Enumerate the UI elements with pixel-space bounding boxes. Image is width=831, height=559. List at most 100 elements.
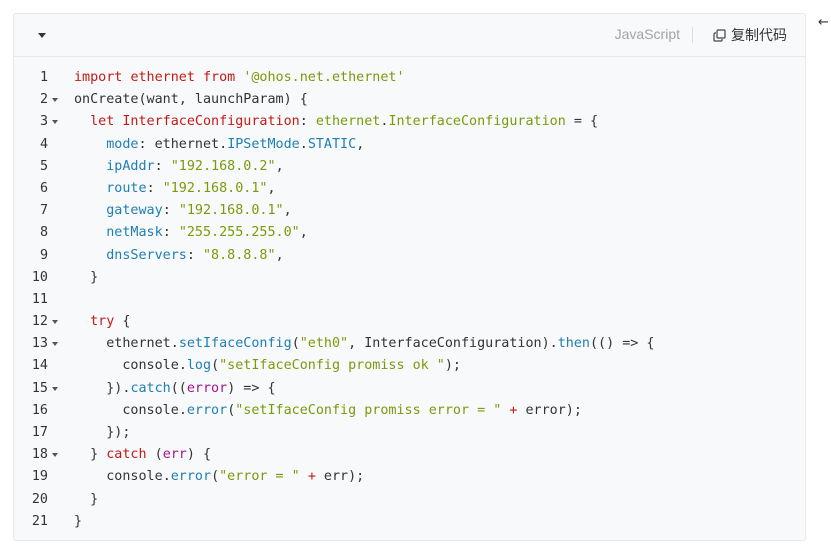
code-token (74, 358, 122, 373)
code-token: "setIfaceConfig promiss error = " (235, 402, 502, 418)
code-line: 14 console.log("setIfaceConfig promiss o… (14, 355, 805, 377)
code-token: } (74, 269, 99, 285)
code-line: 21} (14, 511, 805, 533)
code-line: 4 mode: ethernet.IPSetMode.STATIC, (14, 134, 805, 156)
code-token: (() => { (589, 336, 655, 352)
code-token: . (299, 136, 308, 152)
copy-code-button[interactable]: 复制代码 (713, 24, 787, 46)
code-token (74, 336, 106, 351)
code-text: gateway: "192.168.0.1", (74, 200, 291, 222)
code-token: "setIfaceConfig promiss ok " (219, 358, 445, 374)
code-token (74, 181, 106, 196)
code-line: 7 gateway: "192.168.0.1", (14, 200, 805, 222)
code-token: , (299, 225, 308, 241)
code-token: ) { (186, 447, 212, 463)
code-token: onCreate(want, launchParam) { (74, 92, 308, 108)
code-token: error); (517, 402, 582, 418)
code-token: ipAddr (106, 158, 155, 174)
code-token: error (170, 469, 212, 485)
code-line: 5 ipAddr: "192.168.0.2", (14, 156, 805, 178)
code-text: console.error("error = " + err); (74, 466, 364, 488)
code-line: 13 ethernet.setIfaceConfig("eth0", Inter… (14, 333, 805, 355)
fold-caret-icon[interactable] (52, 342, 58, 347)
code-token: : (146, 180, 163, 196)
code-text: dnsServers: "8.8.8.8", (74, 245, 284, 267)
line-number: 10 (31, 269, 48, 285)
code-text: route: "192.168.0.1", (74, 178, 276, 200)
code-text: }).catch((error) => { (74, 378, 276, 400)
code-token: err (162, 447, 187, 463)
code-text: } catch (err) { (74, 444, 211, 466)
fold-caret-icon[interactable] (52, 320, 58, 325)
line-number: 9 (39, 247, 48, 263)
caret-down-icon (38, 33, 46, 38)
code-token: then (557, 336, 590, 352)
line-number: 8 (39, 225, 48, 241)
code-token: log (186, 358, 212, 374)
fold-caret-icon[interactable] (52, 453, 58, 458)
code-token: ( (291, 336, 300, 352)
code-token: ethernet (130, 70, 203, 85)
code-token: , (267, 180, 276, 196)
code-token: , (275, 247, 284, 263)
code-line: 6 route: "192.168.0.1", (14, 178, 805, 200)
fold-caret-icon[interactable] (52, 386, 58, 391)
code-text: }); (74, 422, 130, 444)
code-token: '@ohos.net.ethernet' (243, 70, 405, 85)
code-token: netMask (106, 225, 163, 241)
code-token: . (178, 402, 187, 418)
fold-caret-icon[interactable] (52, 120, 58, 125)
code-token: , InterfaceConfiguration). (348, 336, 558, 352)
code-token: ( (211, 469, 220, 485)
code-line: 17 }); (14, 422, 805, 444)
back-arrow-icon[interactable]: ← (818, 15, 829, 30)
code-token: "error = " (219, 469, 300, 485)
code-token: console (122, 402, 179, 418)
code-token: let (90, 114, 123, 130)
code-line: 15 }).catch((error) => { (14, 378, 805, 400)
code-token: ); (444, 358, 461, 374)
code-line: 2 onCreate(want, launchParam) { (14, 89, 805, 111)
code-token: (( (170, 380, 187, 396)
code-token: console (106, 469, 163, 485)
code-token: : (162, 225, 179, 241)
code-area: 1 import ethernet from '@ohos.net.etherne… (14, 67, 805, 533)
code-text: } (74, 511, 82, 533)
code-text: import ethernet from '@ohos.net.ethernet… (74, 67, 405, 89)
code-token: "192.168.0.1" (162, 180, 268, 196)
code-token: route (106, 180, 147, 196)
code-token: : ethernet. (138, 136, 228, 152)
code-token: "255.255.255.0" (178, 225, 300, 241)
code-token: gateway (106, 203, 163, 219)
line-number: 7 (39, 203, 48, 219)
code-token (74, 159, 106, 174)
code-line: 12 try { (14, 311, 805, 333)
code-token: ( (227, 402, 236, 418)
code-token (74, 403, 122, 418)
code-token: } (74, 447, 107, 463)
code-token: : (162, 203, 179, 219)
code-line: 3 let InterfaceConfiguration: ethernet.I… (14, 111, 805, 133)
code-token: InterfaceConfiguration (122, 114, 300, 130)
line-number: 1 (39, 70, 48, 85)
code-token: . (162, 469, 171, 485)
code-line: 20 } (14, 489, 805, 511)
code-token: catch (106, 447, 155, 463)
code-line: 9 dnsServers: "8.8.8.8", (14, 245, 805, 267)
code-token (74, 469, 106, 484)
code-token: ( (154, 447, 163, 463)
code-token: "192.168.0.1" (178, 203, 284, 219)
line-number: 4 (39, 136, 48, 152)
line-number: 2 (39, 92, 48, 108)
code-line: 10 } (14, 267, 805, 289)
code-token: . (178, 358, 187, 374)
code-token: ) => { (227, 380, 276, 396)
code-line: 16 console.error("setIfaceConfig promiss… (14, 400, 805, 422)
code-text: console.error("setIfaceConfig promiss er… (74, 400, 582, 422)
line-number: 21 (31, 513, 48, 529)
collapse-toggle-button[interactable] (32, 28, 54, 44)
line-number: 5 (39, 158, 48, 174)
fold-caret-icon[interactable] (52, 98, 58, 103)
code-token (74, 225, 106, 240)
line-number: 20 (31, 491, 48, 507)
